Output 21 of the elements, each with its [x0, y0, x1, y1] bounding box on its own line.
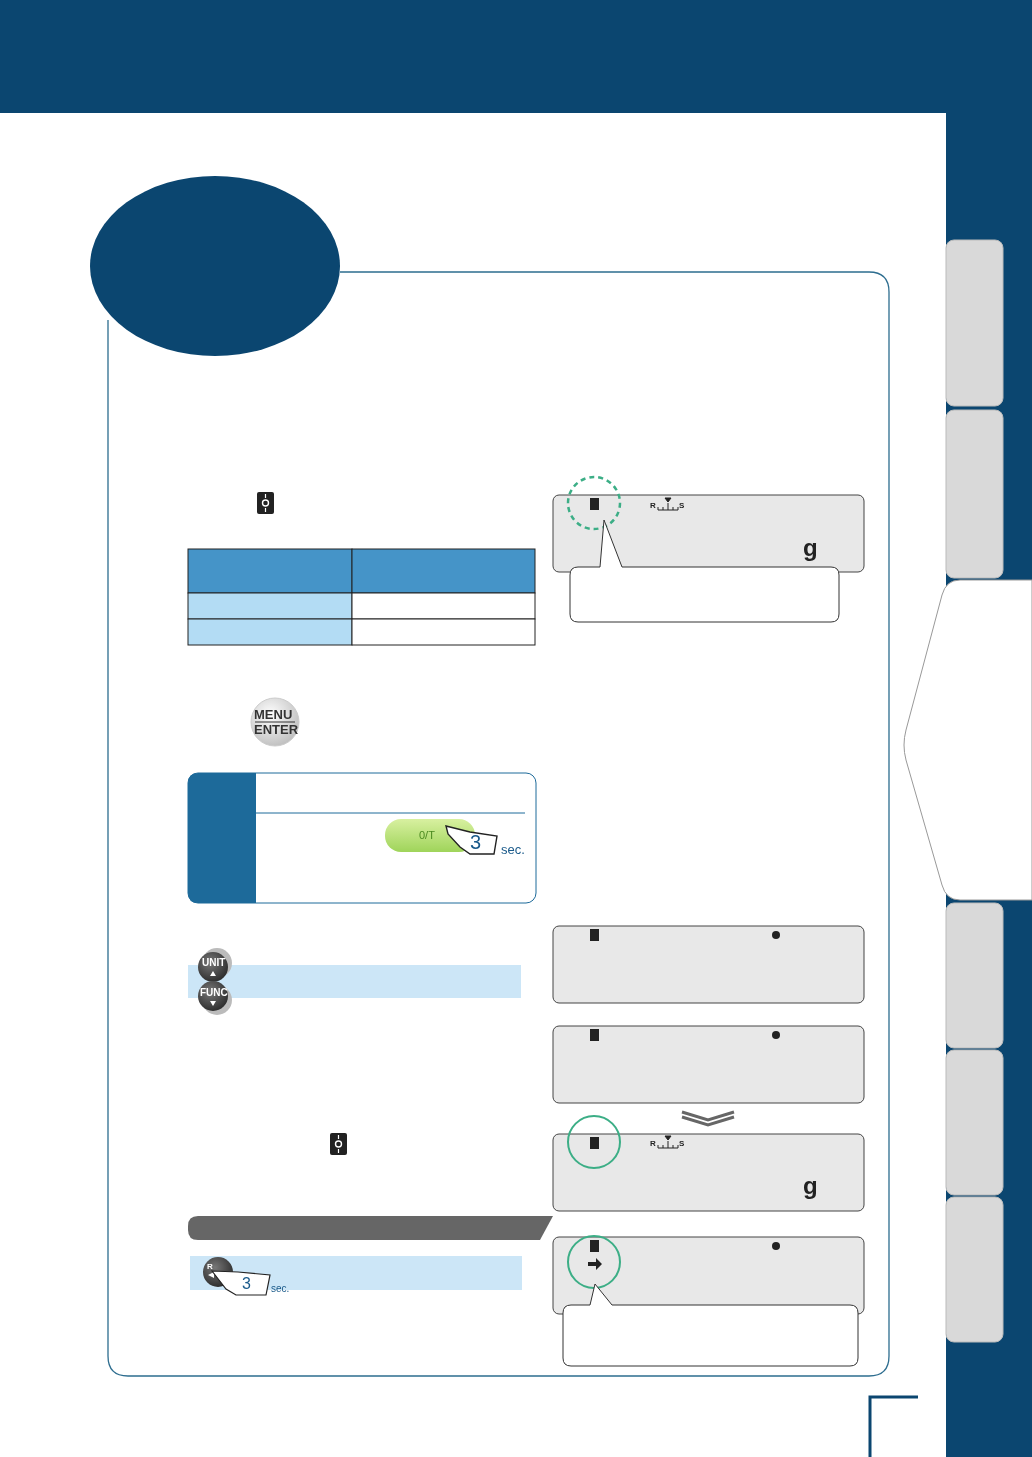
key-label: 0/T	[419, 830, 435, 841]
key-label: ENTER	[254, 723, 299, 736]
callout-bubble	[569, 519, 840, 623]
section-banner	[188, 1216, 553, 1240]
active-tab	[903, 579, 1032, 901]
step-badge	[90, 176, 340, 356]
hold-time: sec.	[271, 1284, 290, 1294]
key-label: FUNC	[200, 988, 228, 998]
display-text: S	[679, 502, 685, 510]
unit-symbol: g	[803, 1174, 818, 1198]
hold-count: 3	[242, 1276, 251, 1292]
hold-time: sec.	[501, 843, 525, 856]
key-label: MENU	[254, 708, 293, 721]
display-text: S	[679, 1140, 685, 1148]
key-label: UNIT	[202, 958, 226, 968]
callout-bubble	[562, 1283, 859, 1367]
hold-count: 3	[470, 832, 482, 852]
display-text: R	[650, 1140, 656, 1148]
unit-symbol: g	[803, 536, 818, 560]
display-text: R	[650, 502, 656, 510]
key-label: R	[207, 1263, 213, 1271]
